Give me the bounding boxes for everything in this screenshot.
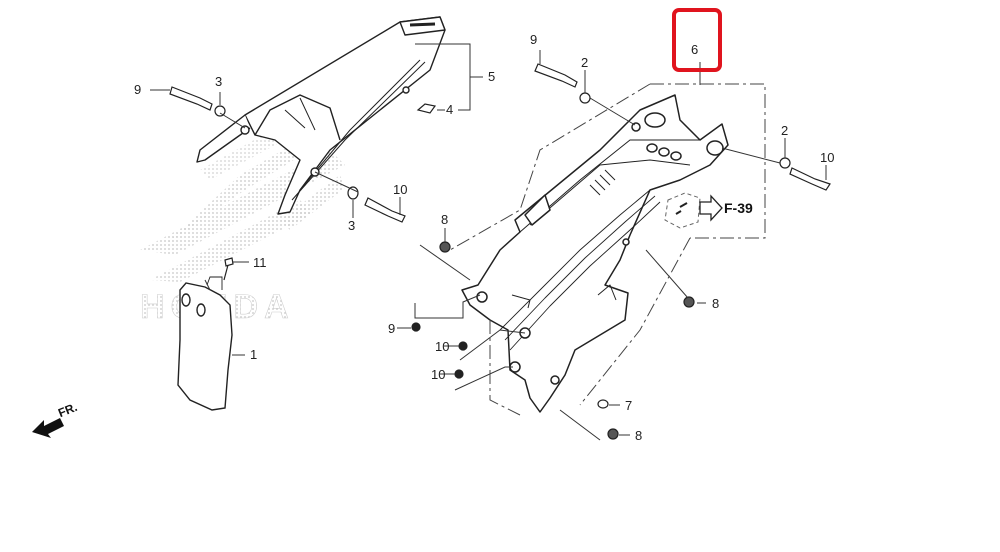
part-1-mudguard-flap[interactable] [177,282,233,411]
callout-8[interactable]: 8 [635,428,643,443]
washer-7 [597,399,609,409]
callout-9[interactable]: 10 [435,339,450,354]
washer-2-b [779,157,791,169]
callout-2[interactable]: 2 [581,55,589,70]
bolt-10-c [364,197,406,223]
part-5-rear-cowl[interactable] [196,16,446,215]
assembly-boundary [449,83,766,416]
callout-9[interactable]: 10 [431,367,446,382]
callout-11[interactable]: 11 [253,255,267,270]
clip-9-b [458,341,468,351]
callout-1[interactable]: 1 [250,347,258,362]
callout-4[interactable]: 4 [446,102,454,117]
reference-screws-group [664,192,701,229]
bolt-fasteners [169,63,831,223]
callout-2[interactable]: 2 [781,123,789,138]
washer-fasteners [214,92,791,440]
washer-3-b [347,186,359,200]
reference-arrow-icon [699,194,723,222]
callout-10[interactable]: 10 [393,182,408,197]
bolt-10-d [789,167,831,191]
nut-8-a [439,241,451,253]
nut-8-b [683,296,695,308]
reference-page-label[interactable]: F-39 [724,200,753,216]
leader-lines [150,43,827,441]
bolt-10-a [169,86,213,111]
callout-3[interactable]: 3 [348,218,356,233]
callout-6-highlight-box [672,8,722,72]
washer-2-a [579,92,591,104]
washer-3-a [214,105,226,117]
callout-3[interactable]: 3 [215,74,223,89]
part-11-screw[interactable] [206,257,234,290]
callout-7[interactable]: 7 [625,398,633,413]
nut-8-c [607,428,619,440]
part-6-rear-fender[interactable] [461,94,729,413]
clip-9-c [454,369,464,379]
part-4-label-tag[interactable] [416,103,437,114]
callout-10[interactable]: 9 [530,32,538,47]
clip-9-a [411,322,421,332]
callout-8[interactable]: 8 [441,212,449,227]
callout-10[interactable]: 10 [820,150,835,165]
callout-8[interactable]: 8 [712,296,720,311]
callout-6[interactable]: 6 [691,42,699,57]
bolt-10-b [534,63,578,88]
callout-5[interactable]: 5 [488,69,496,84]
callout-9[interactable]: 9 [388,321,396,336]
callout-10[interactable]: 9 [134,82,142,97]
front-direction-arrow-icon [32,418,64,438]
